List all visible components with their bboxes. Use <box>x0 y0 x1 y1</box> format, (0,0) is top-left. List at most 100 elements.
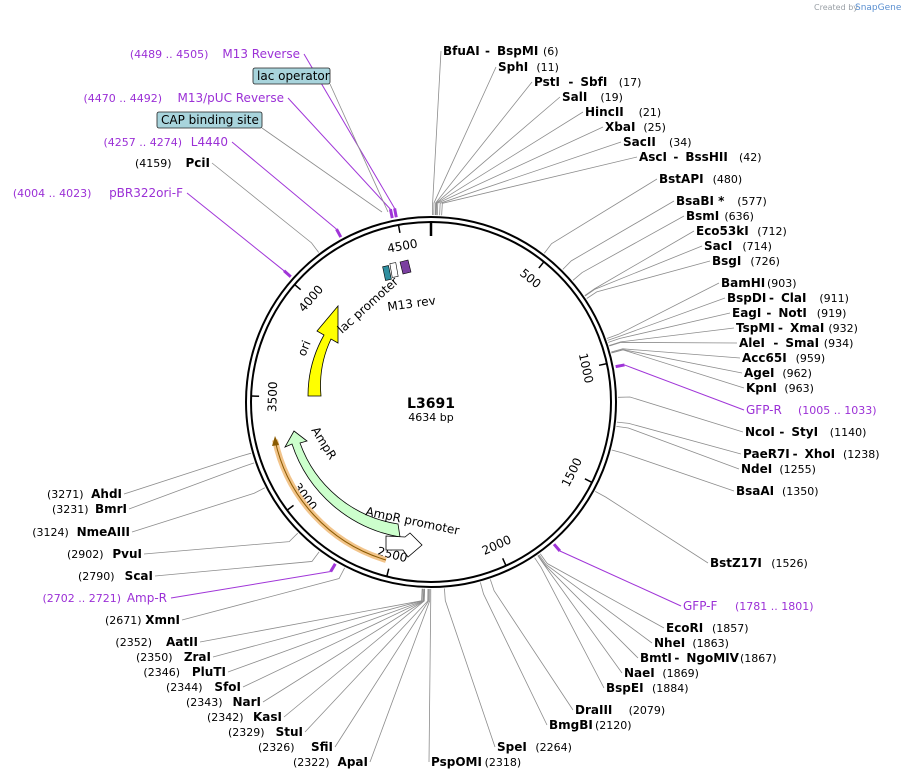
ampr-promoter-feature[interactable] <box>385 532 423 558</box>
enzyme-styi[interactable]: StyI <box>791 425 818 439</box>
enzyme-aatii[interactable]: AatII <box>166 635 198 649</box>
enzyme-pvui[interactable]: PvuI <box>112 547 142 561</box>
enzyme-pluti[interactable]: PluTI <box>192 665 226 679</box>
enzyme-position-bstapi: (480) <box>713 173 743 186</box>
enzyme-bstz17i[interactable]: BstZ17I <box>710 556 762 570</box>
enzyme-bsgi[interactable]: BsgI <box>712 254 741 268</box>
ampr-feature[interactable] <box>284 430 401 538</box>
enzyme-saci[interactable]: SacI <box>704 239 732 253</box>
enzyme-leader-sfoi <box>242 588 425 688</box>
enzyme-ngomiv[interactable]: NgoMIV <box>686 651 739 665</box>
primer-l4440[interactable]: L4440 <box>191 135 228 149</box>
enzyme-alei[interactable]: AleI <box>739 336 765 350</box>
enzyme-ncoi[interactable]: NcoI <box>745 425 775 439</box>
enzyme-position-bsmi: (636) <box>724 210 754 223</box>
enzyme-sphi[interactable]: SphI <box>498 60 528 74</box>
enzyme-position-nhei: (1863) <box>692 637 729 650</box>
enzyme-separator: - <box>778 321 783 335</box>
enzyme-sfoi[interactable]: SfoI <box>214 680 241 694</box>
enzyme-position-xbai: (25) <box>643 121 666 134</box>
enzyme-pcii[interactable]: PciI <box>186 156 211 170</box>
enzyme-ahdi[interactable]: AhdI <box>91 487 122 501</box>
primer-range-m13-puc-reverse: (4470 .. 4492) <box>83 92 162 105</box>
enzyme-kpni[interactable]: KpnI <box>746 381 777 395</box>
enzyme-bspdi[interactable]: BspDI <box>727 291 766 305</box>
enzyme-sacii[interactable]: SacII <box>623 135 656 149</box>
cap-binding-site-feature[interactable] <box>382 265 392 281</box>
enzyme-nhei[interactable]: NheI <box>654 636 685 650</box>
enzyme-bsabi[interactable]: BsaBI * <box>676 194 725 208</box>
enzyme-bamhi[interactable]: BamHI <box>721 276 765 290</box>
enzyme-eco53ki[interactable]: Eco53kI <box>696 224 749 238</box>
enzyme-separator: - <box>673 150 678 164</box>
enzyme-smai[interactable]: SmaI <box>785 336 819 350</box>
enzyme-sbfi[interactable]: SbfI <box>580 75 607 89</box>
enzyme-apai[interactable]: ApaI <box>338 755 368 769</box>
enzyme-bmri[interactable]: BmrI <box>95 502 127 516</box>
enzyme-leader-ahdi <box>123 452 252 495</box>
primer-m13-reverse[interactable]: M13 Reverse <box>222 47 300 61</box>
enzyme-eagi[interactable]: EagI <box>732 306 761 320</box>
primer-gfp-f[interactable]: GFP-F <box>683 599 718 613</box>
primer-m13-puc-reverse[interactable]: M13/pUC Reverse <box>178 91 285 105</box>
enzyme-naei[interactable]: NaeI <box>624 666 655 680</box>
primer-mark-m13-puc-reverse <box>388 208 394 219</box>
primer-gfp-r[interactable]: GFP-R <box>746 403 782 417</box>
enzyme-asci[interactable]: AscI <box>639 150 667 164</box>
enzyme-acc65i[interactable]: Acc65I <box>742 351 787 365</box>
enzyme-ecori[interactable]: EcoRI <box>666 621 703 635</box>
enzyme-position-bspdi: (911) <box>819 292 849 305</box>
enzyme-nmeaiii[interactable]: NmeAIII <box>77 525 130 539</box>
enzyme-bspei[interactable]: BspEI <box>606 681 644 695</box>
enzyme-bstapi[interactable]: BstAPI <box>659 172 704 186</box>
enzyme-tspmi[interactable]: TspMI <box>736 321 775 335</box>
enzyme-xhoi[interactable]: XhoI <box>805 447 836 461</box>
lac-operator-box[interactable] <box>252 67 331 85</box>
enzyme-pspomi[interactable]: PspOMI <box>431 755 482 769</box>
cap-binding-site-leader <box>261 127 383 213</box>
cap-binding-site-box[interactable] <box>156 111 263 129</box>
enzyme-sali[interactable]: SalI <box>562 90 587 104</box>
enzyme-bsmi[interactable]: BsmI <box>686 209 719 223</box>
enzyme-bsshii[interactable]: BssHII <box>685 150 727 164</box>
enzyme-ndei[interactable]: NdeI <box>741 462 772 476</box>
enzyme-leader-bfuai <box>432 50 442 216</box>
enzyme-agei[interactable]: AgeI <box>744 366 774 380</box>
enzyme-bspmi[interactable]: BspMI <box>497 44 538 58</box>
created-by-text: Created by <box>814 3 858 12</box>
enzyme-kasi[interactable]: KasI <box>253 710 282 724</box>
enzyme-nari[interactable]: NarI <box>232 695 261 709</box>
enzyme-hincii[interactable]: HincII <box>585 105 624 119</box>
enzyme-zrai[interactable]: ZraI <box>184 650 211 664</box>
enzyme-position-bmgbi: (2120) <box>595 719 632 732</box>
enzyme-noti[interactable]: NotI <box>778 306 807 320</box>
enzyme-scai[interactable]: ScaI <box>125 569 153 583</box>
enzyme-sfii[interactable]: SfiI <box>311 740 333 754</box>
enzyme-position-alei: (934) <box>824 337 854 350</box>
enzyme-paer7i[interactable]: PaeR7I <box>743 447 790 461</box>
enzyme-bmgbi[interactable]: BmgBI <box>549 718 593 732</box>
enzyme-bmti[interactable]: BmtI <box>640 651 672 665</box>
enzyme-xbai[interactable]: XbaI <box>605 120 635 134</box>
enzyme-draiii[interactable]: DraIII <box>575 703 612 717</box>
primer-pbr322ori-f[interactable]: pBR322ori-F <box>109 186 183 200</box>
enzyme-spei[interactable]: SpeI <box>497 740 527 754</box>
enzyme-xmai[interactable]: XmaI <box>790 321 824 335</box>
primer-amp-r[interactable]: Amp-R <box>127 591 167 605</box>
enzyme-stui[interactable]: StuI <box>276 725 303 739</box>
enzyme-leader-bstz17i <box>595 491 709 564</box>
enzyme-leader-xmni <box>181 567 346 621</box>
lac-operator-feature[interactable] <box>389 262 399 278</box>
primer-mark-gfp-r <box>615 363 625 369</box>
enzyme-position-bfuai: (6) <box>543 45 559 58</box>
ori-feature[interactable] <box>307 304 339 397</box>
enzyme-position-acc65i: (959) <box>796 352 826 365</box>
enzyme-bfuai[interactable]: BfuAI <box>443 44 480 58</box>
m13-rev-feature[interactable] <box>399 259 412 275</box>
enzyme-psti[interactable]: PstI <box>534 75 560 89</box>
enzyme-bsaai[interactable]: BsaAI <box>736 484 774 498</box>
enzyme-clai[interactable]: ClaI <box>781 291 806 305</box>
enzyme-leader-apai <box>369 588 431 763</box>
enzyme-leader-asci <box>441 156 638 216</box>
enzyme-xmni[interactable]: XmnI <box>145 613 180 627</box>
